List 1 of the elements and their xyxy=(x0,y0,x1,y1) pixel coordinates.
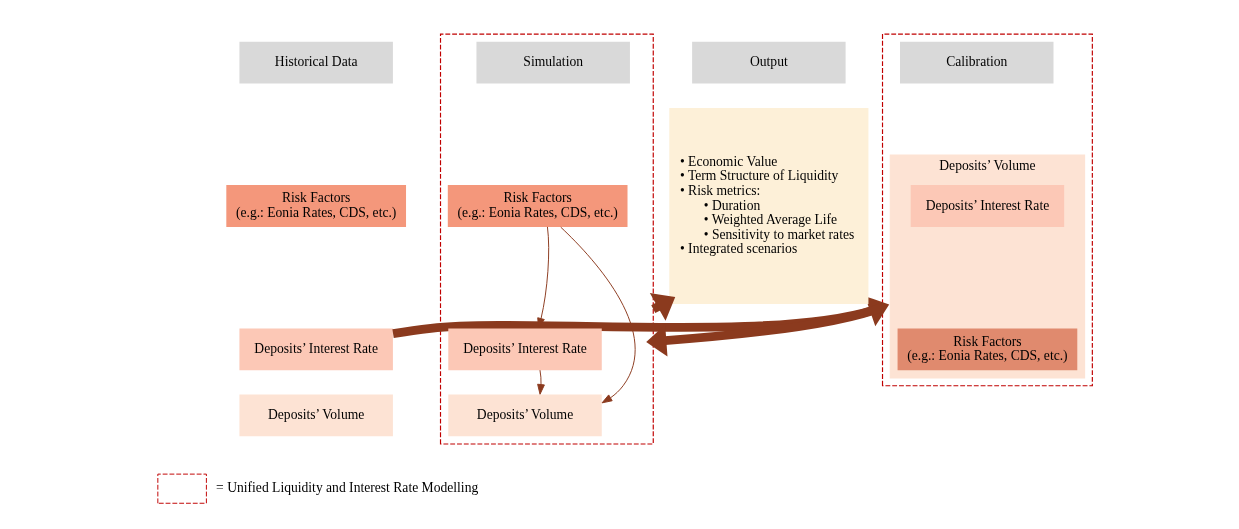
legend-label: = Unified Liquidity and Interest Rate Modelling xyxy=(216,480,479,496)
